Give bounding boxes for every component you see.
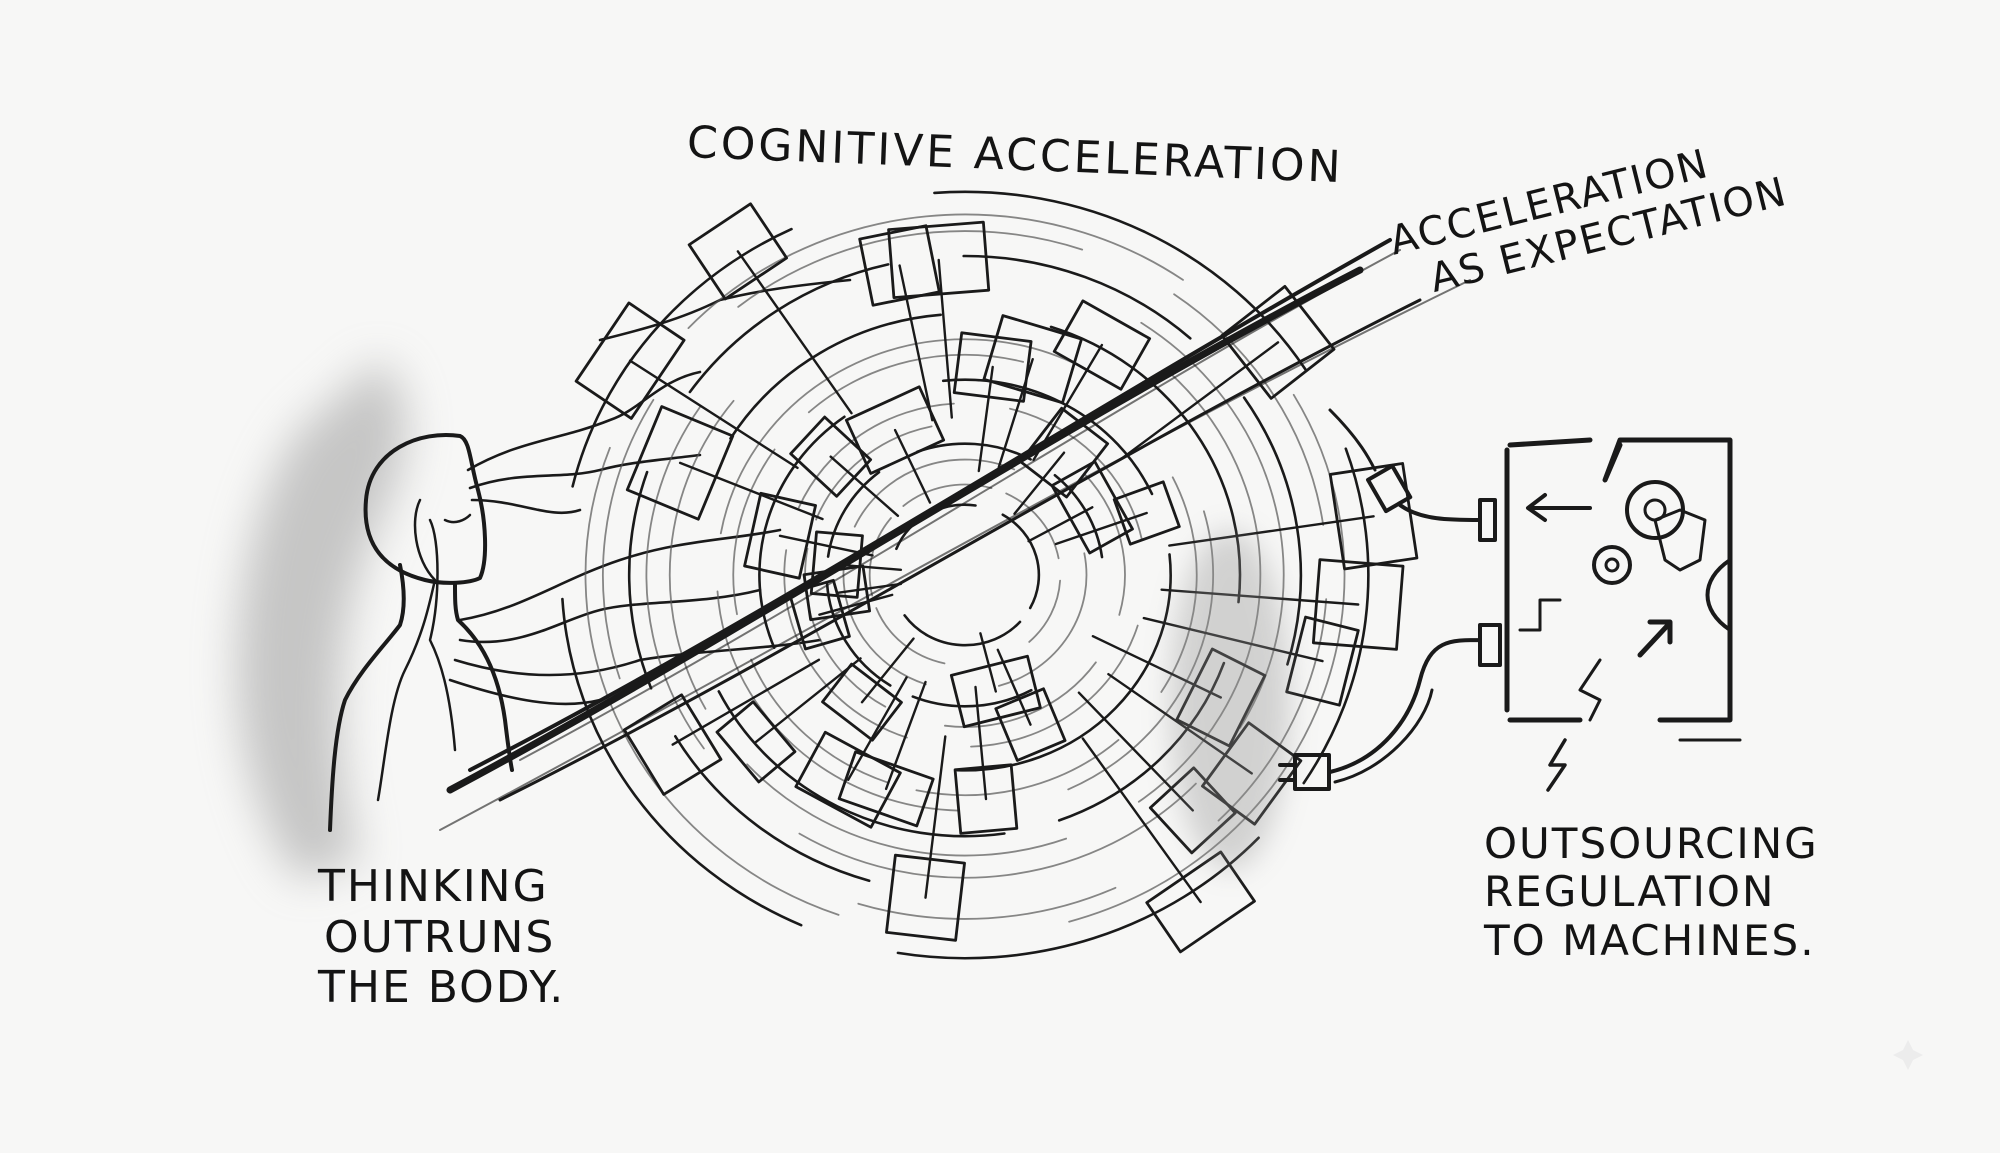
vortex-ring <box>896 836 1260 960</box>
gear-box-machine <box>1504 437 1742 742</box>
vortex-spoke <box>736 250 853 415</box>
person-shadow <box>237 360 407 880</box>
vortex-ring <box>737 230 1084 308</box>
vortex-ring <box>688 263 890 394</box>
vortex-spoke <box>671 658 821 746</box>
vortex-spoke <box>829 455 900 517</box>
vortex-ring <box>687 213 1184 329</box>
vortex-ring <box>732 448 776 616</box>
vortex-ring <box>746 763 1067 857</box>
vortex-spoke <box>979 632 997 693</box>
label-thinking-outruns-the-body: THINKING OUTRUNS THE BODY. <box>318 861 566 1014</box>
speed-streak <box>439 238 1471 831</box>
vortex-ring <box>1028 579 1061 643</box>
vortex-ring <box>998 552 1088 687</box>
lightning-bolt-icon <box>1546 738 1567 792</box>
vortex-ring <box>1001 513 1041 610</box>
label-line: THINKING <box>318 861 549 912</box>
vortex-spoke <box>924 735 947 899</box>
vortex-ring <box>916 442 1032 461</box>
vortex-ring <box>857 886 1117 920</box>
vortex-spoke <box>1027 506 1094 543</box>
vortex-spoke <box>893 428 932 504</box>
vortex-spoke <box>628 359 799 470</box>
label-outsourcing-regulation: OUTSOURCING REGULATION TO MACHINES. <box>1484 819 1819 965</box>
vortex-spoke <box>884 680 927 791</box>
vortex-ring <box>807 353 1024 414</box>
vortex-ring <box>1009 407 1143 540</box>
vortex-ring <box>1005 492 1060 560</box>
vortex-ring <box>875 607 946 665</box>
vortex-ring <box>750 658 888 784</box>
label-line: TO MACHINES. <box>1484 915 1816 965</box>
vortex-ring <box>915 739 1120 797</box>
vortex-ring <box>815 425 933 521</box>
vortex-spoke <box>1168 515 1375 547</box>
label-line: THE BODY. <box>318 962 566 1014</box>
nerve-strands <box>448 278 852 706</box>
vortex-spoke <box>1081 737 1202 904</box>
vortex-spoke <box>818 593 894 616</box>
vortex-spoke <box>977 365 994 473</box>
vortex-spoke <box>937 258 953 419</box>
vortex-spoke <box>860 637 915 704</box>
vortex-shadow <box>1170 530 1290 870</box>
vortex-spoke <box>754 657 862 744</box>
sparkle-watermark <box>1893 1040 1923 1070</box>
plug-upper <box>1328 408 1497 542</box>
plug-lower <box>1278 623 1502 791</box>
vortex-ring <box>602 398 655 680</box>
label-line: OUTSOURCING <box>1484 819 1819 868</box>
vortex-ring <box>903 614 1022 647</box>
label-line: REGULATION <box>1484 867 1776 917</box>
vortex-spoke <box>847 676 908 781</box>
vortex-spoke <box>898 264 934 422</box>
vortex-spoke <box>1077 691 1195 812</box>
vortex-ring <box>1083 473 1126 616</box>
vortex-ring <box>804 547 887 708</box>
vortex-ring <box>717 690 1006 838</box>
vortex-spoke <box>1054 511 1148 546</box>
vortex-ring <box>962 254 1192 340</box>
vortex-ring <box>853 458 1016 528</box>
vortex-ring <box>674 735 871 883</box>
vortex-ring <box>716 590 960 812</box>
vortex-ring <box>627 470 653 690</box>
label-line: OUTRUNS <box>324 911 556 963</box>
vortex-ring <box>584 446 840 916</box>
vortex-ring <box>719 338 1082 535</box>
vortex-spoke <box>678 461 824 521</box>
vortex-ring <box>561 597 803 927</box>
vortex-spoke <box>1120 341 1280 460</box>
vortex-spoke <box>835 582 903 595</box>
vortex-ring <box>645 406 705 750</box>
vortex-spoke <box>1013 451 1066 515</box>
vortex-ring <box>825 582 892 687</box>
vortex-ring <box>571 227 793 488</box>
vortex-ring <box>1302 447 1370 785</box>
vortex-spoke <box>974 685 988 801</box>
vortex-ring <box>729 313 942 440</box>
vortex-ring <box>911 688 1033 708</box>
human-head-silhouette <box>328 433 514 832</box>
vortex-ring <box>798 782 1197 879</box>
vortex-spoke <box>997 358 1034 469</box>
vortex-ring <box>933 190 1307 371</box>
